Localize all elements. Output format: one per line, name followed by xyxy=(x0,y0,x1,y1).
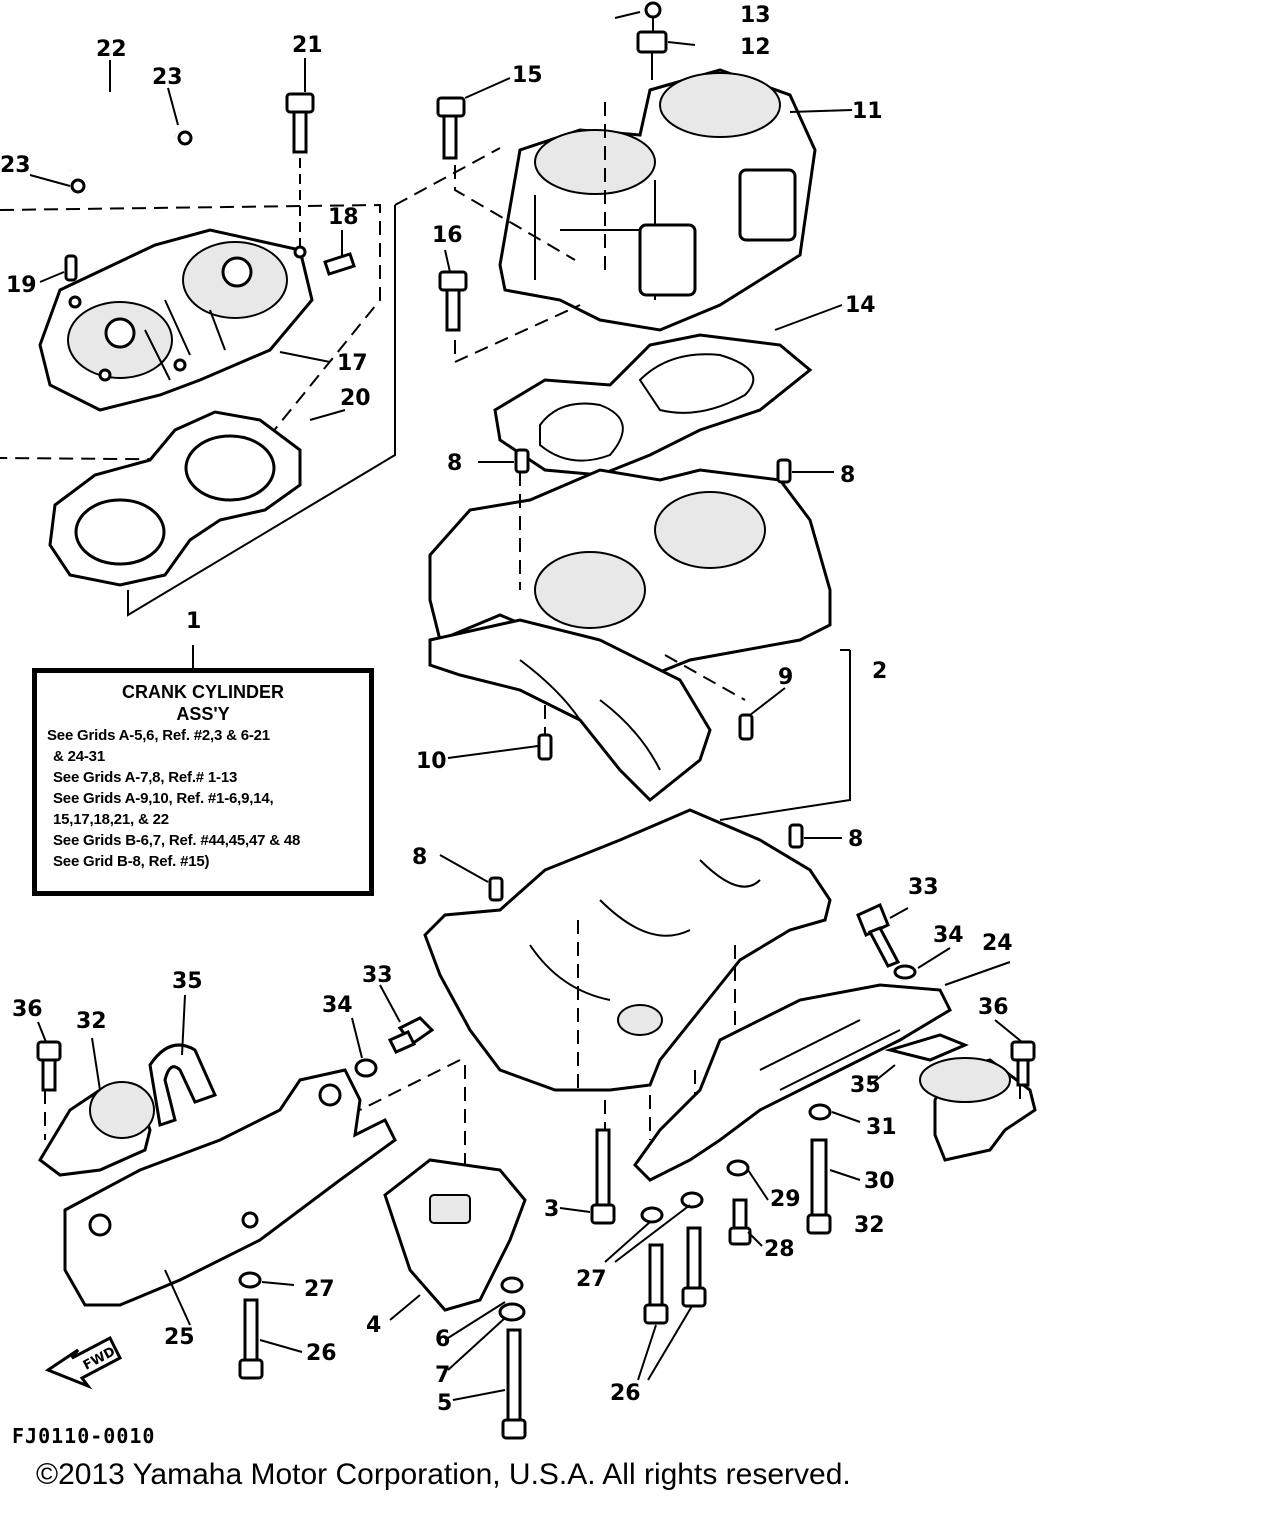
callout-31: 31 xyxy=(866,1115,897,1140)
copyright-notice: ©2013 Yamaha Motor Corporation, U.S.A. A… xyxy=(36,1458,851,1491)
callout-35-right: 35 xyxy=(850,1073,881,1098)
callout-30: 30 xyxy=(864,1169,895,1194)
callout-12: 12 xyxy=(740,35,771,60)
callout-33-right: 33 xyxy=(908,875,939,900)
callout-27-center: 27 xyxy=(576,1267,607,1292)
callout-27-left: 27 xyxy=(304,1277,335,1302)
callout-19: 19 xyxy=(6,273,37,298)
callout-2: 2 xyxy=(872,659,887,684)
callout-11: 11 xyxy=(852,99,883,124)
callout-23-left: 23 xyxy=(0,153,31,178)
callout-7: 7 xyxy=(435,1363,450,1388)
callout-16: 16 xyxy=(432,223,463,248)
crank-box-title-line1: CRANK CYLINDER xyxy=(122,682,284,702)
callout-4: 4 xyxy=(366,1313,381,1338)
diagram-code: FJ0110-0010 xyxy=(12,1424,156,1448)
callout-23-top: 23 xyxy=(152,65,183,90)
callout-1: 1 xyxy=(186,609,201,634)
callout-3: 3 xyxy=(544,1197,559,1222)
callout-5: 5 xyxy=(437,1391,452,1416)
callout-6: 6 xyxy=(435,1327,450,1352)
callout-34-left: 34 xyxy=(322,993,353,1018)
callout-33-left: 33 xyxy=(362,963,393,988)
crank-box-note-2: & 24-31 xyxy=(53,748,105,765)
crank-box-note-5: 15,17,18,21, & 22 xyxy=(53,811,169,828)
callout-34-right: 34 xyxy=(933,923,964,948)
callout-numbers: 22 23 23 19 18 17 20 21 13 12 11 15 16 1… xyxy=(0,3,1013,1416)
callout-26-center: 26 xyxy=(610,1381,641,1406)
callout-8-b: 8 xyxy=(840,463,855,488)
mount-group: FWD xyxy=(36,902,1037,1440)
crank-box-note-6: See Grids B-6,7, Ref. #44,45,47 & 48 xyxy=(53,832,301,849)
callout-32-left: 32 xyxy=(76,1009,107,1034)
callout-25: 25 xyxy=(164,1325,195,1350)
callout-15: 15 xyxy=(512,63,543,88)
lower-crankcase-group xyxy=(423,808,832,1170)
callout-36-right: 36 xyxy=(978,995,1009,1020)
crank-box-note-3: See Grids A-7,8, Ref.# 1-13 xyxy=(53,769,238,786)
callout-32-right: 32 xyxy=(854,1213,885,1238)
callout-28: 28 xyxy=(764,1237,795,1262)
crank-box-note-1: See Grids A-5,6, Ref. #2,3 & 6-21 xyxy=(47,727,270,744)
callout-9: 9 xyxy=(778,665,793,690)
callout-17: 17 xyxy=(337,351,368,376)
callout-14: 14 xyxy=(845,293,876,318)
crank-cylinder-note-box: CRANK CYLINDER ASS'Y See Grids A-5,6, Re… xyxy=(32,668,374,896)
callout-24: 24 xyxy=(982,931,1013,956)
cylinder-block-group xyxy=(394,1,817,477)
crank-box-note-4: See Grids A-9,10, Ref. #1-6,9,14, xyxy=(53,790,274,807)
callout-10: 10 xyxy=(416,749,447,774)
callout-8-a: 8 xyxy=(447,451,462,476)
callout-22: 22 xyxy=(96,37,127,62)
upper-crankcase-group xyxy=(428,448,851,821)
cylinder-head-group xyxy=(0,92,396,617)
callout-8-c: 8 xyxy=(848,827,863,852)
callout-26-left: 26 xyxy=(306,1341,337,1366)
callout-29: 29 xyxy=(770,1187,801,1212)
callout-18: 18 xyxy=(328,205,359,230)
crank-box-note-7: See Grid B-8, Ref. #15) xyxy=(53,853,210,870)
callout-35-left: 35 xyxy=(172,969,203,994)
leader-lines xyxy=(29,11,1023,1401)
callout-8-d: 8 xyxy=(412,845,427,870)
callout-13: 13 xyxy=(740,3,771,28)
crank-box-title-line2: ASS'Y xyxy=(176,704,230,724)
callout-36-left: 36 xyxy=(12,997,43,1022)
callout-21: 21 xyxy=(292,33,323,58)
callout-20: 20 xyxy=(340,386,371,411)
